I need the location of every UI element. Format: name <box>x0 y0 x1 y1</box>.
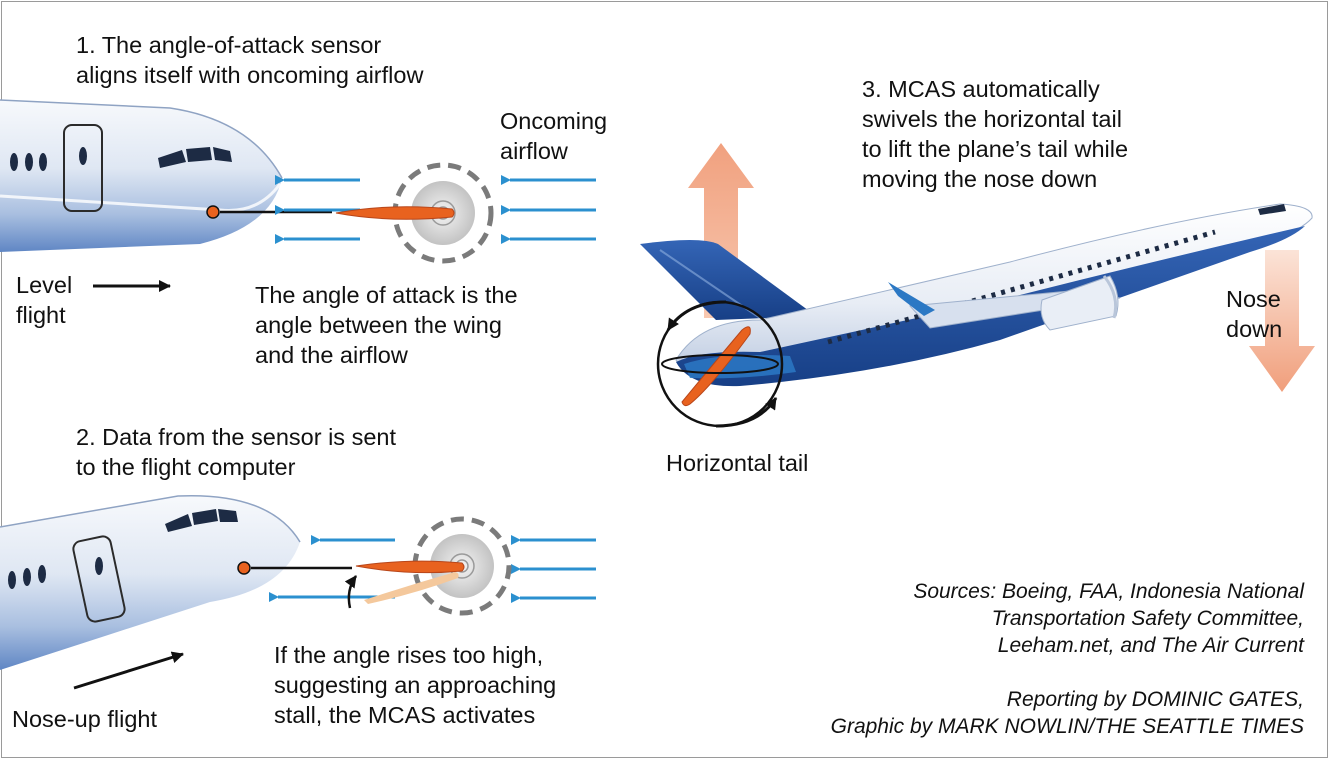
level-flight-label: Level flight <box>16 270 72 330</box>
aoa-sensor-dial-bottom <box>344 516 512 616</box>
nose-up-nose <box>0 494 352 670</box>
angle-definition: The angle of attack is the angle between… <box>255 280 518 370</box>
oncoming-airflow-label: Oncoming airflow <box>500 106 607 166</box>
horizontal-tail-rotation <box>656 300 784 428</box>
down-force-arrow <box>1249 250 1315 392</box>
aoa-sensor-dot-2 <box>237 561 251 575</box>
activation-line: If the angle rises too high, <box>274 642 544 668</box>
passenger-windows-2 <box>8 565 46 589</box>
step2-caption: 2. Data from the sensor is sent to the f… <box>76 422 396 482</box>
mcas-activation-caption: If the angle rises too high, suggesting … <box>274 640 556 730</box>
door-outline <box>63 124 103 212</box>
step1-line: aligns itself with oncoming airflow <box>76 62 424 88</box>
step3-caption: 3. MCAS automatically swivels the horizo… <box>862 74 1128 194</box>
step3-line: to lift the plane’s tail while <box>862 136 1129 162</box>
level-flight-line: Level <box>16 272 73 298</box>
nose-up-flight-label: Nose-up flight <box>12 706 157 732</box>
airflow-line: airflow <box>500 138 568 164</box>
cockpit-windows <box>158 147 232 168</box>
nose-down-label: Nose down <box>1226 284 1282 344</box>
step2-line: to the flight computer <box>76 454 296 480</box>
definition-line: and the airflow <box>255 342 408 368</box>
passenger-windows <box>10 153 47 171</box>
step3-line: 3. MCAS automatically <box>862 76 1100 102</box>
airflow-line: Oncoming <box>500 108 608 134</box>
nose-down-line: down <box>1226 316 1283 342</box>
sources-line: Transportation Safety Committee, <box>991 607 1304 630</box>
nose-up-arrow <box>73 651 184 690</box>
step1-line: 1. The angle-of-attack sensor <box>76 32 382 58</box>
definition-line: angle between the wing <box>255 312 502 338</box>
level-flight-nose <box>0 99 332 252</box>
aoa-sensor-dot <box>206 205 220 219</box>
aircraft <box>640 203 1313 387</box>
byline-line: Reporting by DOMINIC GATES, <box>1006 688 1304 711</box>
activation-line: suggesting an approaching <box>274 672 557 698</box>
step2-line: 2. Data from the sensor is sent <box>76 424 397 450</box>
aoa-sensor-dial-top <box>335 162 494 264</box>
byline-credit: Reporting by DOMINIC GATES, Graphic by M… <box>831 686 1304 740</box>
horizontal-tail-label: Horizontal tail <box>666 450 809 476</box>
level-flight-line: flight <box>16 302 66 328</box>
byline-line: Graphic by MARK NOWLIN/THE SEATTLE TIMES <box>830 715 1304 738</box>
airflow-arrows-top <box>275 175 596 244</box>
step3-line: swivels the horizontal tail <box>862 106 1122 132</box>
sources-line: Sources: Boeing, FAA, Indonesia National <box>913 580 1304 603</box>
step1-caption: 1. The angle-of-attack sensor aligns its… <box>76 30 423 90</box>
step3-line: moving the nose down <box>862 166 1098 192</box>
cockpit-windows-2 <box>165 509 238 532</box>
activation-line: stall, the MCAS activates <box>274 702 536 728</box>
sources-line: Leeham.net, and The Air Current <box>997 634 1304 657</box>
nose-down-line: Nose <box>1226 286 1281 312</box>
sources-credit: Sources: Boeing, FAA, Indonesia National… <box>913 578 1304 659</box>
definition-line: The angle of attack is the <box>255 282 518 308</box>
